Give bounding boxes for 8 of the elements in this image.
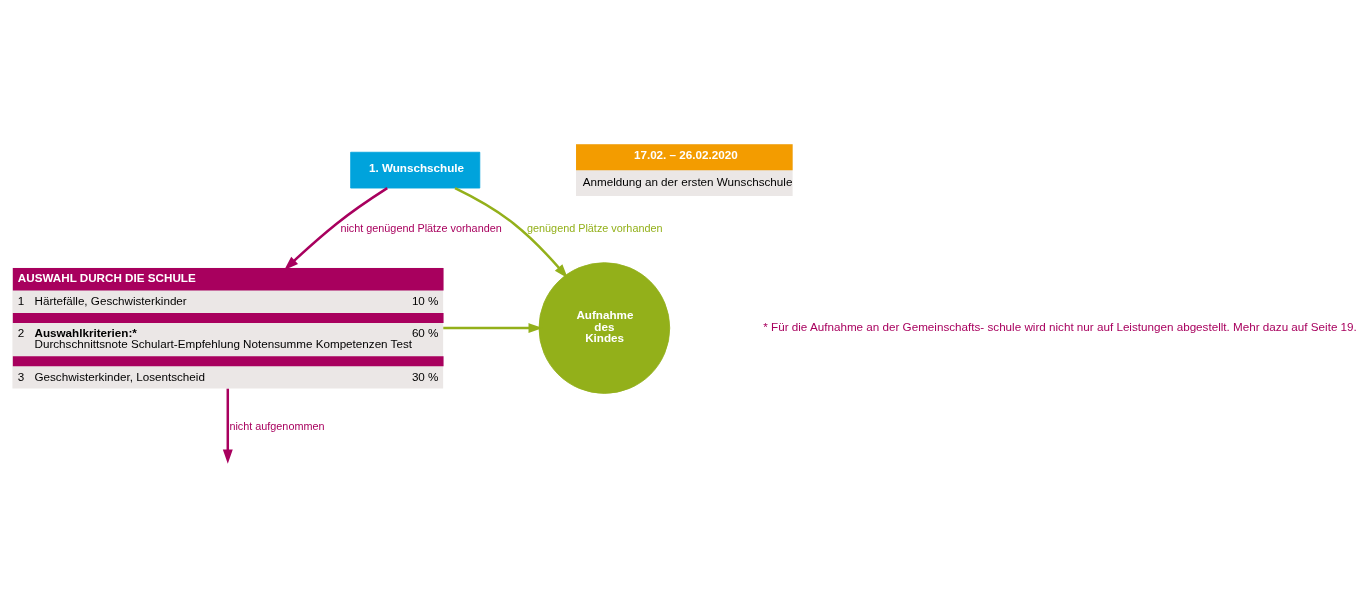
edge-label: nicht aufgenommen	[229, 419, 325, 432]
arrow	[284, 187, 388, 271]
edge-label: genügend Plätze vorhanden	[527, 222, 663, 235]
arrow	[454, 187, 568, 279]
label: * Für die Aufnahme an der Gemeinschafts- schule wird nicht nur auf Leistungen abgestellt. Mehr dazu auf Seite 19.	[763, 320, 1357, 334]
node-box: 1. Wunschschule	[350, 151, 481, 189]
arrow	[222, 388, 233, 464]
edge-label: nicht genügend Plätze vorhanden	[340, 222, 502, 235]
